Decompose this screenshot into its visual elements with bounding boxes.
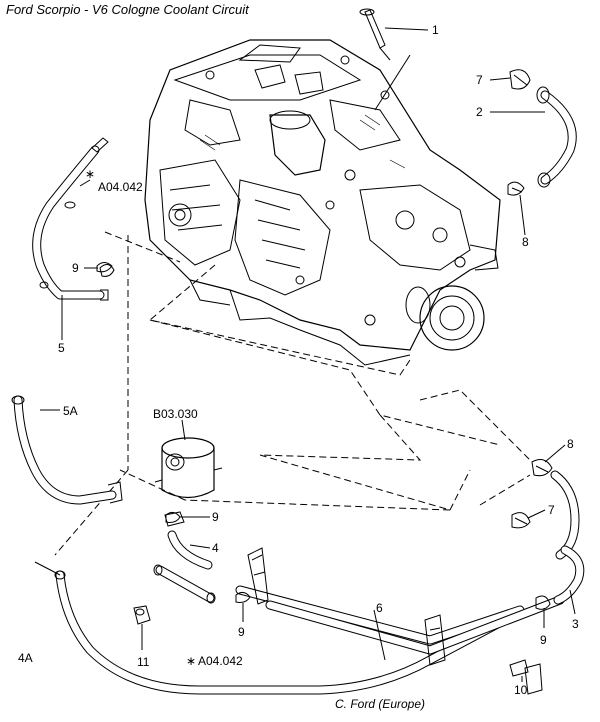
label-5a: 5A <box>63 404 78 418</box>
ref-a04-042-bottom: A04.042 <box>198 654 243 668</box>
hose-2 <box>507 69 577 196</box>
hose-3 <box>511 459 585 610</box>
clip-9-left <box>96 262 113 273</box>
ref-b03-030: B03.030 <box>153 407 198 421</box>
dashed-layout-lines <box>54 231 531 556</box>
copyright-credit: C. Ford (Europe) <box>335 697 426 711</box>
label-5: 5 <box>58 341 65 355</box>
label-8-mid: 8 <box>567 437 574 451</box>
label-7-mid: 7 <box>548 503 555 517</box>
hose-5a <box>11 395 123 505</box>
asterisk-mark-top: ∗ <box>85 167 95 181</box>
plug-11 <box>133 605 151 625</box>
clip-9-center <box>165 511 181 523</box>
label-6: 6 <box>376 601 383 615</box>
hose-1 <box>359 8 411 111</box>
hose-5 <box>32 137 115 301</box>
bleed-screw-10 <box>509 659 529 677</box>
label-7-top: 7 <box>476 73 483 87</box>
label-10: 10 <box>514 683 528 697</box>
label-2: 2 <box>476 105 483 119</box>
label-8-top: 8 <box>522 235 529 249</box>
label-9-center: 9 <box>212 510 219 524</box>
label-9-bottom: 9 <box>238 625 245 639</box>
hose-4a <box>54 570 525 695</box>
clip-9-bottom <box>235 591 251 603</box>
engine-block <box>144 39 501 366</box>
label-3: 3 <box>572 617 579 631</box>
label-9-left: 9 <box>72 261 79 275</box>
asterisk-mark-bottom: ∗ <box>186 654 196 668</box>
label-4: 4 <box>212 541 219 555</box>
pipe-6 <box>235 547 565 666</box>
ref-a04-042-top: A04.042 <box>98 180 143 194</box>
label-11: 11 <box>137 655 150 669</box>
diagram-title: Ford Scorpio - V6 Cologne Coolant Circui… <box>6 2 249 17</box>
callout-labels: 1 2 3 4 4A 5 5A 6 7 7 8 8 9 9 9 9 10 11 … <box>18 23 579 697</box>
leader-lines <box>34 27 576 682</box>
label-4a: 4A <box>18 651 33 665</box>
hose-4 <box>153 511 216 604</box>
label-1: 1 <box>432 23 439 37</box>
fittings <box>96 262 543 695</box>
oil-cooler <box>154 437 223 499</box>
label-9-right: 9 <box>540 633 547 647</box>
